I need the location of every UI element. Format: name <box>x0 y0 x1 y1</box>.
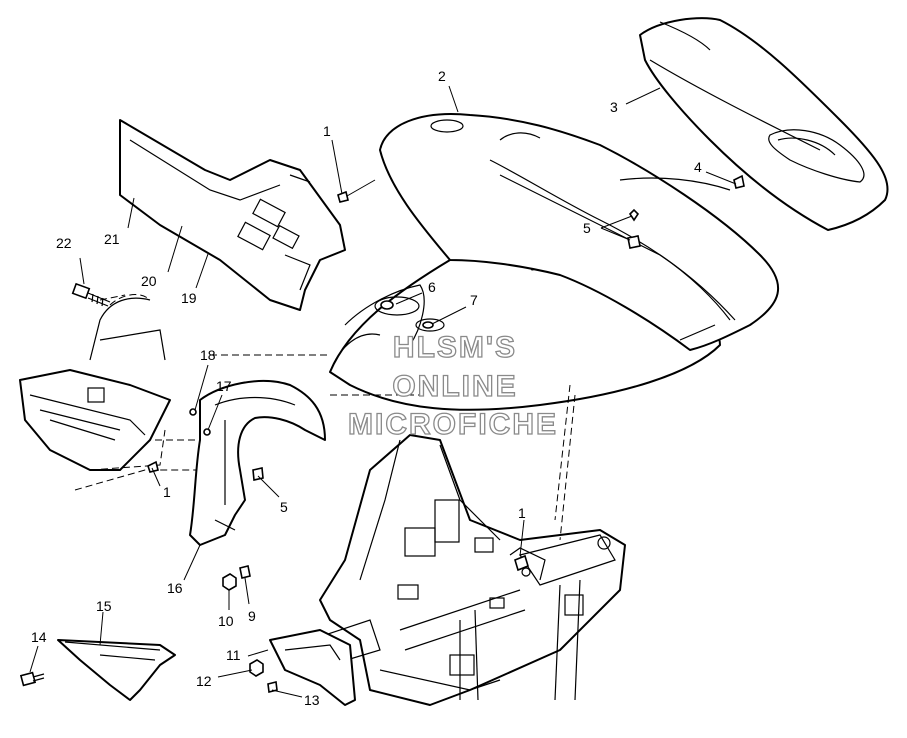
callout-14: 14 <box>31 629 47 645</box>
callout-4: 4 <box>694 159 702 175</box>
watermark-line-1: HLSM'S <box>393 331 517 364</box>
screw-1-left-icon <box>147 460 159 473</box>
clip-5-left-icon <box>252 467 264 481</box>
frame-assembly <box>309 434 626 706</box>
callout-21: 21 <box>104 231 120 247</box>
rear-bracket <box>89 294 166 361</box>
callout-12: 12 <box>196 673 212 689</box>
callout-16: 16 <box>167 580 183 596</box>
callout-5-left: 5 <box>280 499 288 515</box>
callout-3: 3 <box>610 99 618 115</box>
callout-19: 19 <box>181 290 197 306</box>
bolt-22-icon <box>71 282 111 307</box>
nut-10-icon <box>222 573 237 591</box>
rear-cover <box>379 113 779 351</box>
fender-flap <box>189 379 326 546</box>
screw-13-icon <box>267 681 278 693</box>
floorboard <box>19 369 200 491</box>
bolt-1-frame-icon <box>514 554 529 572</box>
screw-1-top-icon <box>337 190 349 203</box>
callout-10: 10 <box>218 613 234 629</box>
callout-7: 7 <box>470 292 478 308</box>
callout-13: 13 <box>304 692 320 708</box>
bolt-14-icon <box>19 671 45 687</box>
callout-1-left: 1 <box>163 484 171 500</box>
watermark-line-3: MICROFICHE <box>348 408 558 441</box>
clip-4-icon <box>733 174 745 189</box>
callout-1-frame: 1 <box>518 505 526 521</box>
watermark-line-2: ONLINE <box>392 370 517 403</box>
seat-cover <box>639 17 889 231</box>
callout-1-top: 1 <box>323 123 331 139</box>
hardware <box>19 174 745 693</box>
clip-9-icon <box>239 565 251 579</box>
pin-5-right-icon <box>628 208 640 222</box>
callout-20: 20 <box>141 273 157 289</box>
washer-18-icon <box>189 408 197 416</box>
callout-17: 17 <box>216 378 232 394</box>
lower-guard <box>269 629 356 706</box>
nut-12-icon <box>249 659 264 677</box>
callout-2: 2 <box>438 68 446 84</box>
callout-18: 18 <box>200 347 216 363</box>
watermark: HLSM'S ONLINE MICROFICHE <box>347 330 558 441</box>
grommet-6-icon <box>380 300 394 310</box>
grommet-7-icon <box>422 321 434 329</box>
side-panel-left <box>119 119 346 311</box>
callout-5-right: 5 <box>583 220 591 236</box>
callout-11: 11 <box>226 647 241 663</box>
callout-22: 22 <box>56 235 72 251</box>
leader-lines <box>29 85 737 698</box>
callout-9: 9 <box>248 608 256 624</box>
callout-15: 15 <box>96 598 112 614</box>
callout-6: 6 <box>428 279 436 295</box>
clip-5-right-icon <box>627 235 641 249</box>
washer-17-icon <box>203 428 211 436</box>
callout-labels: 1 2 3 4 5 6 7 21 20 19 22 18 17 1 5 16 9… <box>31 68 702 708</box>
side-guard <box>57 639 176 701</box>
alignment-lines <box>89 294 576 541</box>
